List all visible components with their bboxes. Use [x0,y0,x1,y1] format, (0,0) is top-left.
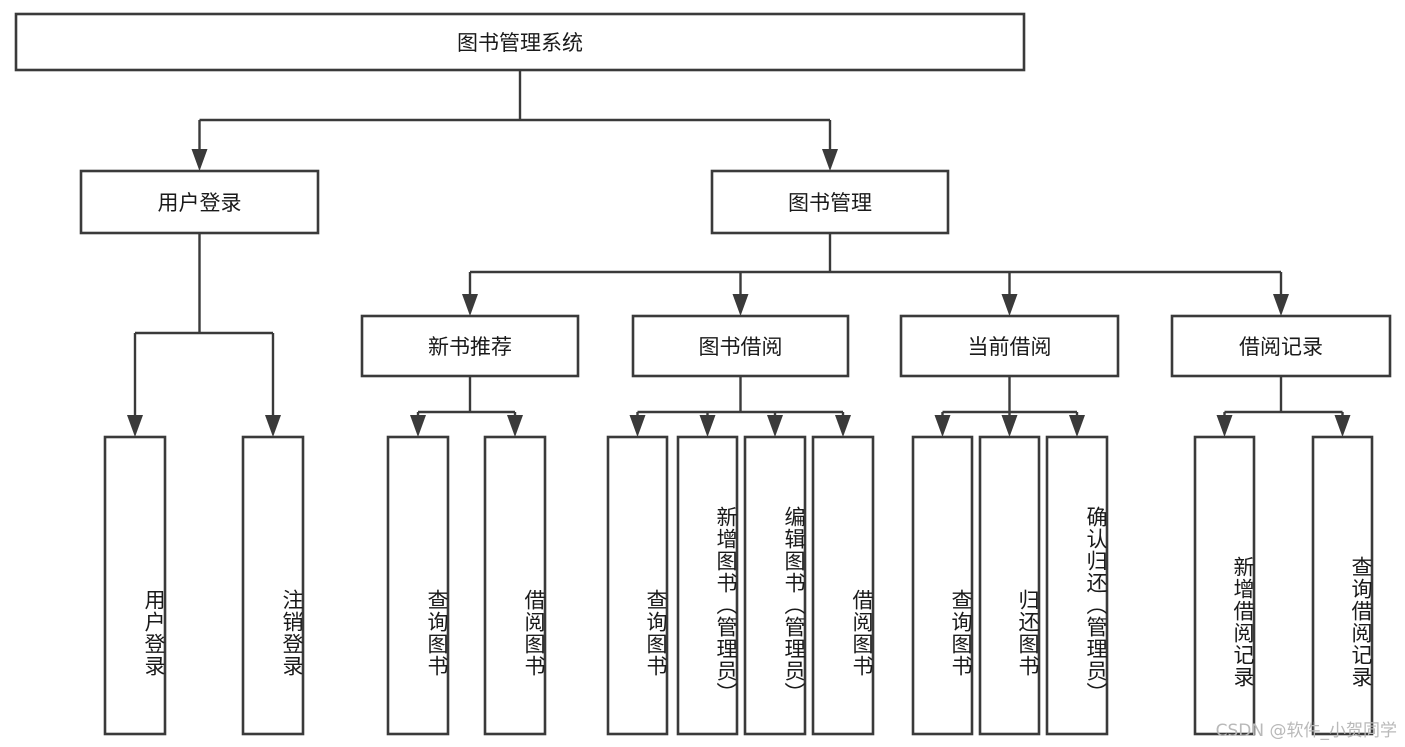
node-label-book-borrow: 图书借阅 [699,335,783,359]
node-box-leaf-borrow-book-recommend[interactable] [483,435,547,736]
arrow-head-icon-leaf-query-book-current [934,415,951,437]
arrow-head-icon-leaf-query-borrow-record [1334,415,1351,437]
arrow-head-icon-leaf-query-book [629,415,646,437]
arrow-head-icon-leaf-add-borrow-record [1216,415,1233,437]
arrow-head-icon-leaf-add-book-admin [699,415,716,437]
arrow-head-icon-leaf-user-login [127,415,143,437]
node-boxes [14,12,1392,736]
node-box-root[interactable] [14,12,1026,72]
node-box-borrow-record[interactable] [1170,314,1392,378]
node-box-leaf-edit-book-admin[interactable] [743,435,807,736]
arrow-head-icon-leaf-user-logout [265,415,281,437]
node-box-leaf-user-login[interactable] [103,435,167,736]
node-box-leaf-user-logout[interactable] [241,435,305,736]
node-box-book-borrow[interactable] [631,314,850,378]
arrow-head-icon-book-management [822,149,838,171]
node-box-user-login[interactable] [79,169,320,235]
connector-edges [127,70,1351,437]
node-label-book-management: 图书管理 [788,191,872,215]
arrow-head-icon-user-login [191,149,208,171]
node-box-leaf-add-book-admin[interactable] [676,435,739,736]
node-box-leaf-add-borrow-record[interactable] [1193,435,1256,736]
node-box-leaf-borrow-book[interactable] [811,435,875,736]
arrow-head-icon-leaf-edit-book-admin [767,415,783,437]
arrow-head-icon-leaf-borrow-book-recommend [507,415,523,437]
node-box-new-book-recommend[interactable] [360,314,580,378]
node-box-leaf-query-book-recommend[interactable] [386,435,450,736]
arrow-head-icon-leaf-confirm-return-admin [1069,415,1085,437]
node-label-root: 图书管理系统 [457,31,583,55]
arrow-head-icon-current-borrow [1001,294,1018,316]
node-label-user-login: 用户登录 [158,191,242,215]
arrow-head-icon-new-book-recommend [462,294,478,316]
arrow-head-icon-leaf-query-book-recommend [410,415,426,437]
node-box-book-management[interactable] [710,169,950,235]
arrow-head-icon-leaf-return-book [1001,415,1018,437]
arrow-head-icon-borrow-record [1273,294,1289,316]
node-box-current-borrow[interactable] [899,314,1120,378]
node-box-leaf-query-borrow-record[interactable] [1311,435,1374,736]
node-box-leaf-confirm-return-admin[interactable] [1045,435,1109,736]
node-box-leaf-query-book-current[interactable] [911,435,974,736]
node-label-borrow-record: 借阅记录 [1239,335,1323,359]
arrow-head-icon-leaf-borrow-book [835,415,851,437]
arrow-head-icon-book-borrow [732,294,749,316]
node-label-new-book-recommend: 新书推荐 [428,335,512,359]
node-box-leaf-return-book[interactable] [978,435,1041,736]
node-label-current-borrow: 当前借阅 [968,335,1052,359]
node-box-leaf-query-book[interactable] [606,435,669,736]
